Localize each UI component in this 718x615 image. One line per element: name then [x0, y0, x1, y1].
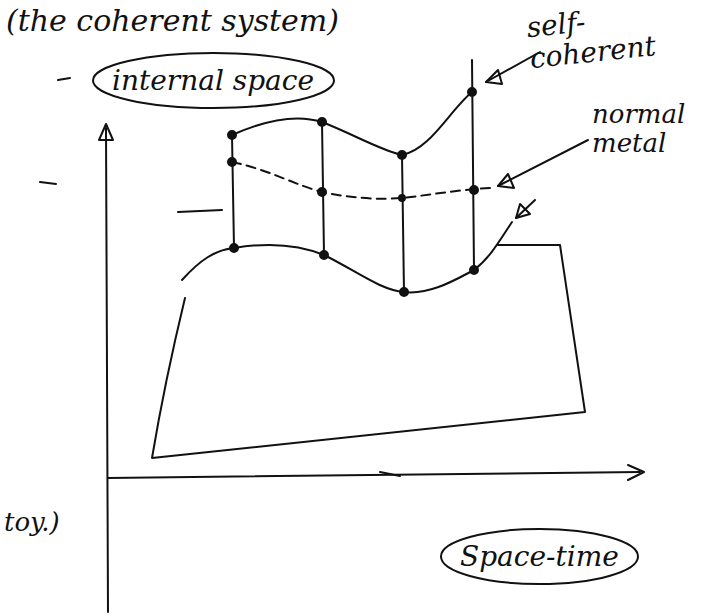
grid-dots [228, 88, 478, 296]
surface-curve [232, 92, 472, 155]
axis-arrowhead [628, 465, 644, 480]
grid-line [232, 135, 234, 248]
leader-line [498, 140, 588, 186]
axis-arrowhead [99, 124, 113, 140]
tick-mark [380, 472, 400, 476]
leader-arrowhead [498, 174, 514, 188]
plane-stroke [178, 210, 222, 212]
margin-note: toy.) [4, 508, 84, 537]
base-plane [152, 245, 585, 458]
vertical-axis [106, 128, 108, 612]
horizontal-axis [108, 472, 640, 478]
node-text: internal space [112, 64, 314, 97]
margin-stroke [40, 182, 56, 184]
leader-line [516, 200, 535, 218]
margin-stroke [58, 78, 70, 80]
leader-label: normal metal [592, 100, 702, 157]
surface-curve [182, 222, 512, 292]
circled-label: Space-time [440, 528, 639, 585]
title-note: (the coherent system) [6, 4, 339, 37]
circled-label: internal space [92, 52, 335, 109]
leader-arrowhead [516, 204, 530, 218]
node-text: Space-time [460, 540, 619, 573]
surface-curve-dashed [232, 162, 490, 199]
leader-arrowhead [486, 70, 502, 84]
grid-line [402, 155, 404, 292]
leader-label: self- coherent [525, 0, 671, 75]
